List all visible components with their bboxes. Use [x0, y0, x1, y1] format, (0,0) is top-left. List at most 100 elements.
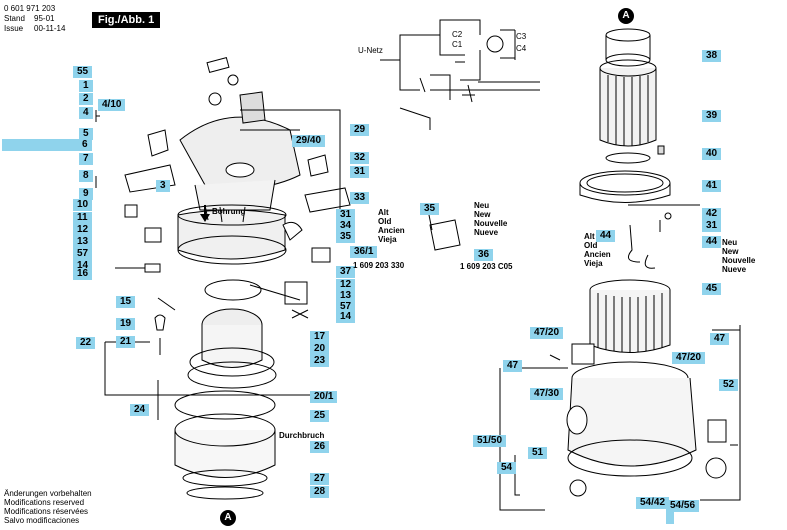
callout-21: 21: [116, 336, 136, 348]
label-durchbruch: Durchbruch: [279, 431, 325, 440]
callout-10: 10: [73, 199, 93, 211]
callout-47-30-a: 47/30: [530, 388, 564, 400]
callout-35-a: 35: [336, 231, 356, 243]
callout-37: 37: [336, 266, 356, 278]
neu-word-1: Neu: [474, 201, 490, 210]
neu-word-2: New: [474, 210, 491, 219]
callout-1: 1: [79, 80, 93, 92]
callout-11: 11: [73, 212, 92, 224]
callout-57-c: 57: [336, 301, 356, 313]
callout-19: 19: [116, 318, 136, 330]
stand-label: Stand: [4, 14, 25, 23]
callout-52: 51/50: [473, 435, 507, 447]
alt2-word-3: Ancien: [584, 250, 611, 259]
callout-47-20-a: 47/20: [530, 327, 564, 339]
callout-44-a: 44: [596, 230, 616, 242]
callout-22: 22: [76, 337, 96, 349]
callout-25: 25: [310, 410, 330, 422]
neu2-word-1: Neu: [722, 238, 738, 247]
callout-45: 45: [702, 283, 722, 295]
marker-a-top: A: [618, 8, 634, 24]
callout-55: 55: [73, 66, 93, 78]
callout-15: 15: [116, 296, 136, 308]
callout-47-b: 47: [710, 333, 730, 345]
callout-47-a: 47: [503, 360, 523, 372]
callout-8: 8: [79, 170, 93, 182]
callout-54-56: [666, 512, 674, 524]
callout-29-40: 29/40: [292, 135, 326, 147]
callout-35-b: 35: [420, 203, 440, 215]
pn-new: 1 609 203 C05: [460, 262, 513, 271]
label-c4: C4: [516, 44, 527, 53]
callout-12: 12: [73, 224, 93, 236]
callout-54-42: 54/56: [666, 500, 700, 512]
callout-5: 5: [79, 128, 93, 140]
marker-a-bottom: A: [220, 510, 236, 526]
callout-31-a: 31: [350, 166, 370, 178]
neu2-word-3: Nouvelle: [722, 256, 756, 265]
footer-en: Modifications reserved: [4, 498, 85, 507]
callout-3: 3: [156, 180, 170, 192]
callout-17: 17: [310, 331, 330, 343]
issue-label: Issue: [4, 24, 24, 33]
callout-24: 24: [130, 404, 150, 416]
alt-stack-right: Alt Old Ancien Vieja: [584, 232, 611, 268]
neu-word-4: Nueve: [474, 228, 499, 237]
neu-stack-right: Neu New Nouvelle Nueve: [722, 238, 755, 274]
pn-old: 1 609 203 330: [353, 261, 405, 270]
callout-31-b: 31: [336, 209, 356, 221]
callout-51-50: 51: [528, 447, 548, 459]
callout-40: 40: [702, 148, 722, 160]
callout-54: 54/42: [636, 497, 670, 509]
label-u-netz: U-Netz: [358, 46, 383, 55]
callout-32: 32: [350, 152, 370, 164]
callout-9: 9: [79, 188, 93, 200]
neu-stack-center: Neu New Nouvelle Nueve: [474, 201, 507, 237]
callout-28: 28: [310, 486, 330, 498]
callout-51: 54: [497, 462, 517, 474]
footer-fr: Modifications réservées: [4, 507, 89, 516]
callout-23: 23: [310, 355, 330, 367]
callout-14-c: 14: [336, 311, 356, 323]
callout-34: 34: [336, 220, 356, 232]
neu-word-3: Nouvelle: [474, 219, 508, 228]
callout-38: 38: [702, 50, 722, 62]
alt2-word-1: Alt: [584, 232, 595, 241]
alt-word-2: Old: [378, 217, 392, 226]
callout-57: 57: [73, 248, 93, 260]
callout-44-b: 44: [702, 236, 722, 248]
stand-value: 95-01: [34, 14, 55, 23]
callout-29: 29: [350, 124, 370, 136]
callout-26: 26: [310, 441, 330, 453]
alt2-word-2: Old: [584, 241, 598, 250]
neu2-word-2: New: [722, 247, 739, 256]
callout-27: 27: [310, 473, 330, 485]
callout-12-c: 12: [336, 279, 356, 291]
alt-word-3: Ancien: [378, 226, 405, 235]
callout-20-1: 20/1: [310, 391, 338, 403]
label-c1: C1: [452, 40, 463, 49]
label-c2: C2: [452, 30, 463, 39]
callout-36-1: 36/1: [350, 246, 378, 258]
issue-value: 00-11-14: [34, 24, 66, 33]
footer-de: Änderungen vorbehalten: [4, 489, 92, 498]
callout-47-20-b: 52: [719, 379, 739, 391]
callout-13-c: 13: [336, 290, 356, 302]
callout-31-r: 31: [702, 220, 722, 232]
callout-4-10: 4/10: [98, 99, 126, 111]
callout-16: 16: [73, 268, 93, 280]
footer-es: Salvo modificaciones: [4, 516, 80, 525]
neu2-word-4: Nueve: [722, 265, 747, 274]
callout-47-30-b: 47/20: [672, 352, 706, 364]
alt-word-4: Vieja: [378, 235, 397, 244]
callout-4: 4: [79, 107, 93, 119]
callout-13: 13: [73, 236, 93, 248]
callout-7: 7: [79, 153, 93, 165]
figure-label: Fig./Abb. 1: [92, 12, 161, 28]
part-number: 0 601 971 203: [4, 4, 56, 13]
alt2-word-4: Vieja: [584, 259, 603, 268]
callout-41: 41: [702, 180, 722, 192]
callout-33: 33: [350, 192, 370, 204]
